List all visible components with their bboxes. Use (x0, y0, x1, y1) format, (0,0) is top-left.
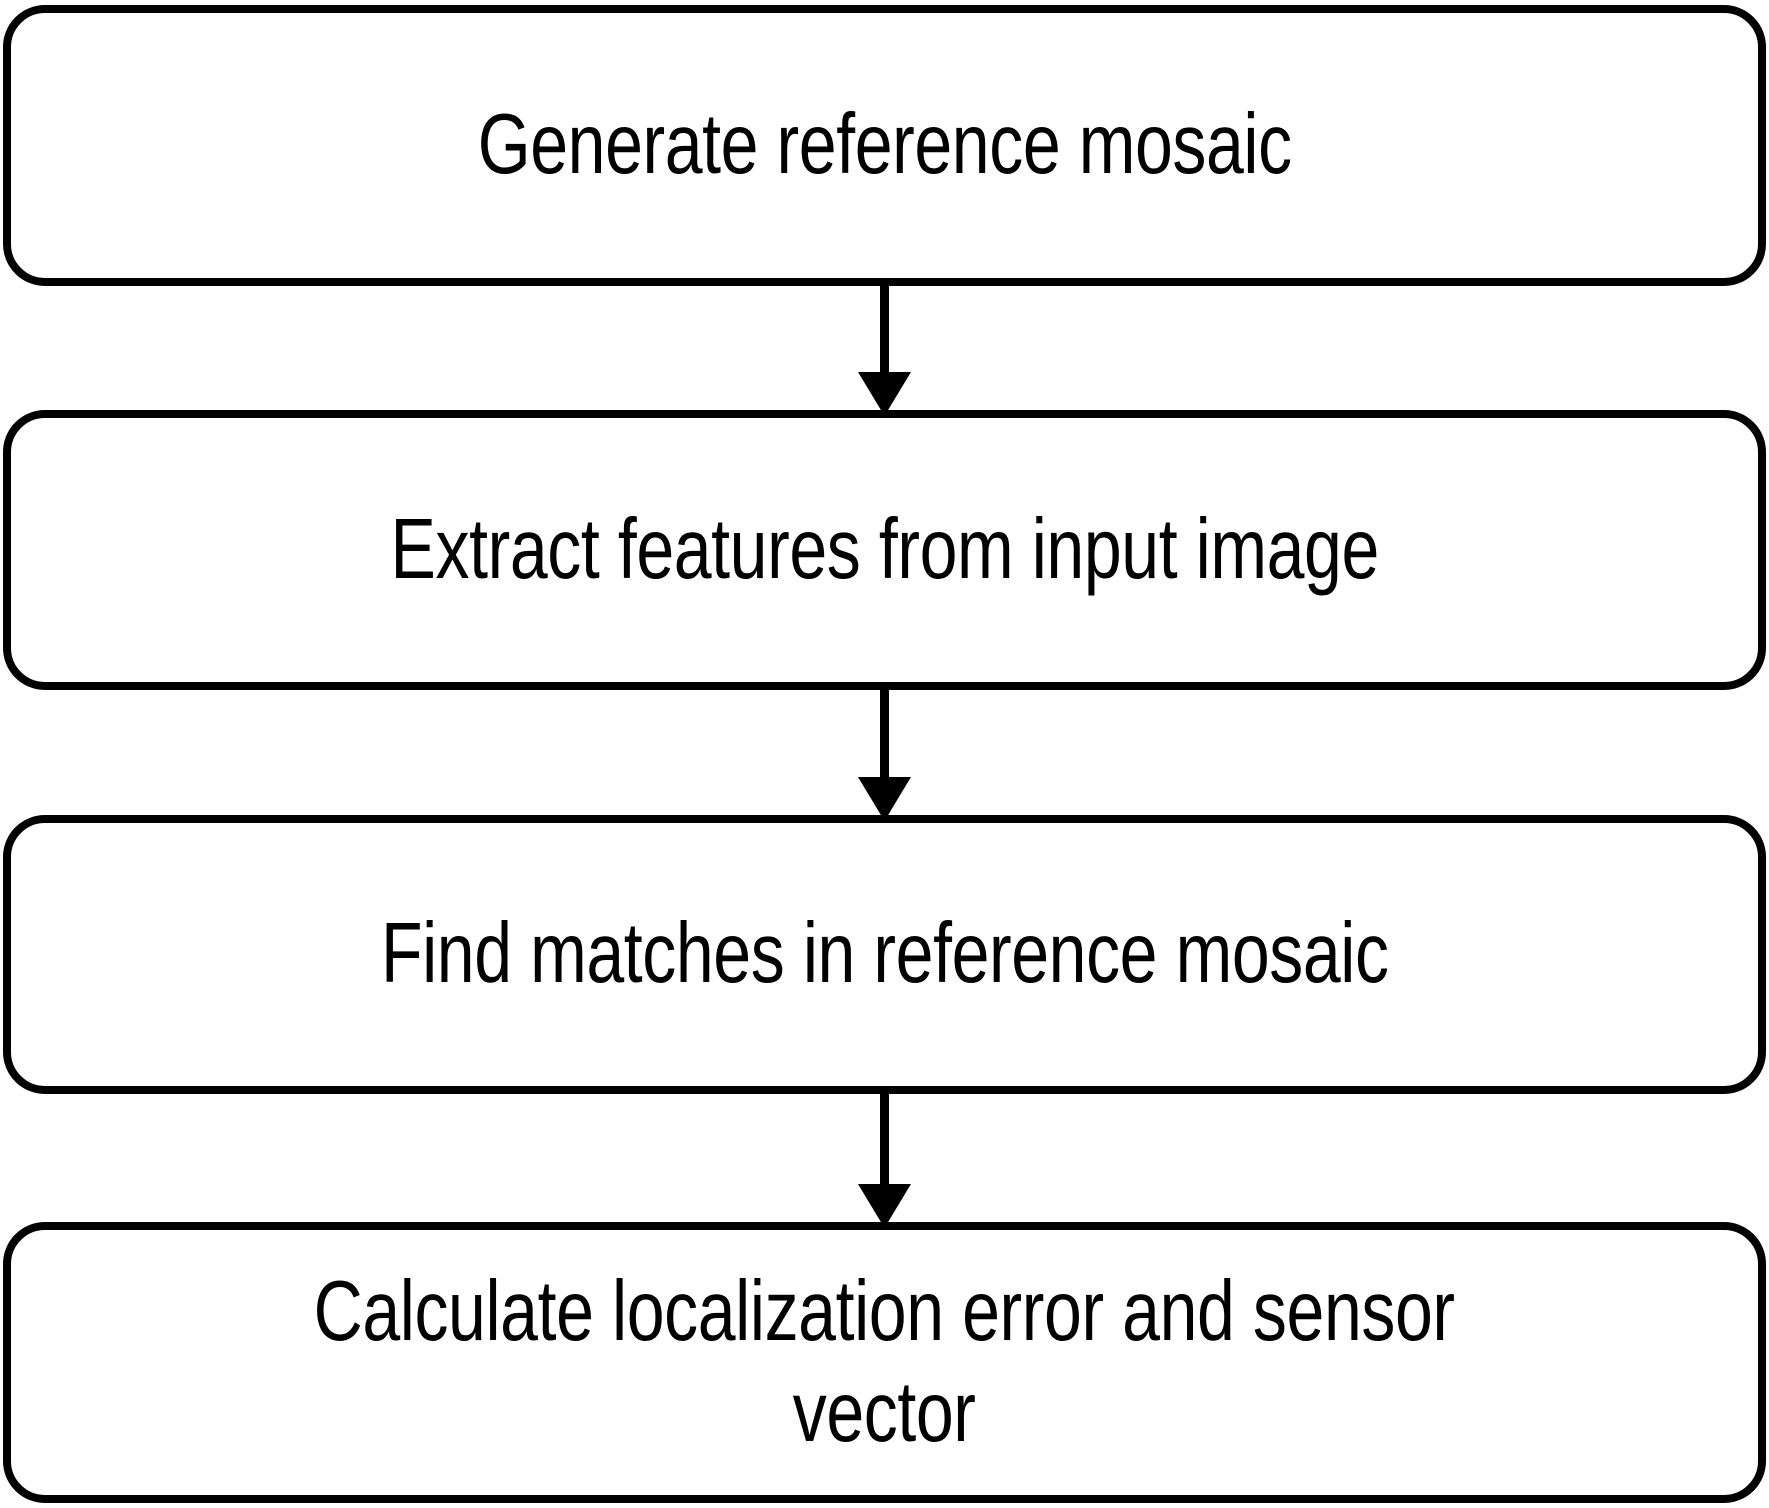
flowchart-arrow-3 (0, 1088, 1769, 1228)
flowchart-arrow-1 (0, 280, 1769, 416)
flowchart-node-label: Find matches in reference mosaic (380, 906, 1389, 1002)
flowchart-node-generate-reference-mosaic: Generate reference mosaic (3, 5, 1766, 286)
flowchart-node-label: Extract features from input image (390, 501, 1379, 597)
flowchart-node-label: Calculate localization error and sensor … (314, 1264, 1455, 1460)
flowchart-node-find-matches: Find matches in reference mosaic (3, 815, 1766, 1094)
flowchart-arrow-2 (0, 684, 1769, 821)
flowchart-node-extract-features: Extract features from input image (3, 410, 1766, 690)
flowchart-node-label: Generate reference mosaic (477, 97, 1292, 193)
flowchart-node-calculate-localization-error: Calculate localization error and sensor … (3, 1222, 1766, 1503)
